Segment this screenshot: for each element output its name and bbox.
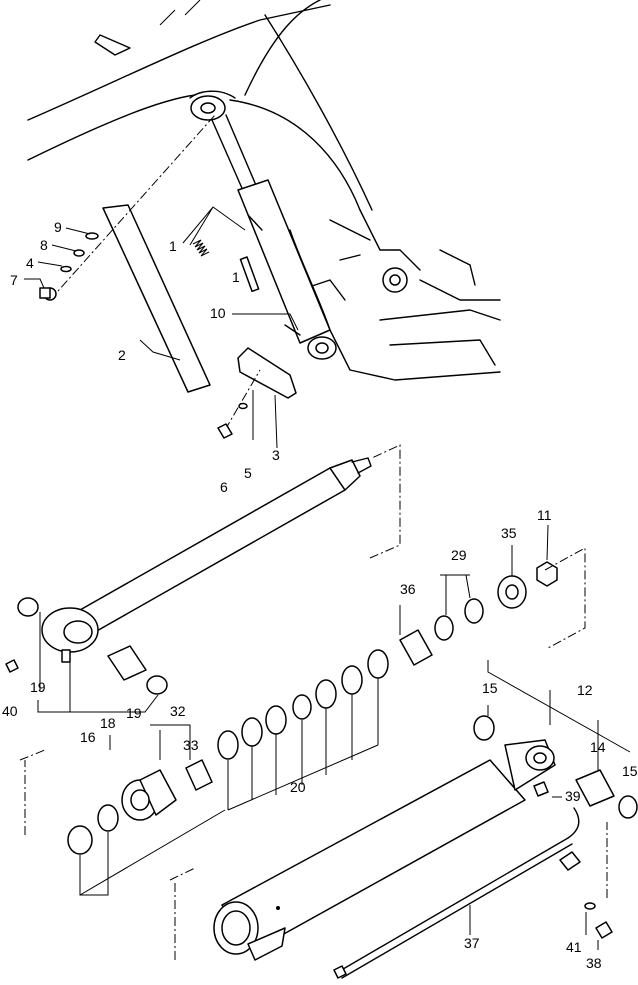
washer-41: [584, 902, 596, 910]
ring-29a: [434, 615, 454, 641]
callout-15b: 15: [622, 763, 638, 779]
callout-3: 3: [272, 447, 280, 463]
ring-lower-b: [97, 804, 119, 832]
callout-33: 33: [183, 737, 199, 753]
callout-5: 5: [244, 465, 252, 481]
callout-10: 10: [210, 305, 226, 321]
callout-35: 35: [501, 525, 517, 541]
bushing-14: [575, 769, 615, 807]
callout-8: 8: [40, 237, 48, 253]
piston-35: [497, 575, 527, 609]
ring-29b: [464, 598, 484, 624]
seal-19b: [146, 675, 168, 695]
hardware-stack-top: [39, 114, 216, 301]
callout-32: 32: [170, 703, 186, 719]
leaders-middle: [37, 524, 549, 760]
callout-labels: 1 1 2 3 4 5 6 7 8 9 10 11 12 14 15 15 16…: [2, 219, 638, 971]
callout-11: 11: [537, 507, 552, 523]
seal-rings: [217, 649, 389, 811]
callout-14: 14: [590, 739, 606, 755]
ring-lower-a: [67, 825, 93, 855]
grease-line-37: [333, 807, 581, 979]
guard-plate: [237, 347, 297, 399]
callout-12: 12: [577, 682, 593, 698]
callout-40: 40: [2, 703, 18, 719]
gland-32: [121, 769, 177, 821]
cylinder-tube: [213, 739, 556, 961]
seal-15a: [473, 715, 495, 741]
callout-9: 9: [54, 219, 62, 235]
callout-29: 29: [451, 547, 467, 563]
callout-41: 41: [566, 939, 582, 955]
lift-cylinder-installed: [211, 114, 337, 360]
seal-19a: [17, 597, 39, 617]
cylinder-cover: [102, 204, 211, 393]
bolt-39: [533, 781, 549, 797]
leaders-top: [24, 206, 299, 449]
nut-11: [536, 561, 558, 587]
seal-15b: [618, 795, 638, 819]
callout-20: 20: [290, 779, 306, 795]
callout-1b: 1: [232, 269, 240, 285]
callout-6: 6: [220, 479, 228, 495]
bushing-18: [107, 645, 147, 681]
callout-1a: 1: [169, 238, 177, 254]
bolt-38: [595, 921, 613, 939]
spring-pins: [192, 239, 260, 293]
bushing-33: [185, 759, 213, 791]
callout-19a: 19: [30, 679, 46, 695]
callout-16: 16: [80, 729, 96, 745]
callout-36: 36: [400, 581, 416, 597]
grease-fitting-40: [5, 659, 19, 673]
callout-38: 38: [586, 955, 602, 971]
leaders-bottom: [169, 660, 631, 960]
callout-39: 39: [565, 788, 581, 804]
callout-18: 18: [100, 715, 116, 731]
callout-19b: 19: [126, 705, 142, 721]
bushing-36: [399, 629, 433, 666]
callout-7: 7: [10, 272, 18, 288]
piston-rod: [41, 444, 401, 663]
callout-4: 4: [26, 255, 34, 271]
callout-2: 2: [118, 347, 126, 363]
callout-15a: 15: [482, 680, 498, 696]
callout-37: 37: [464, 935, 480, 951]
screw-washer-3: [217, 369, 261, 439]
